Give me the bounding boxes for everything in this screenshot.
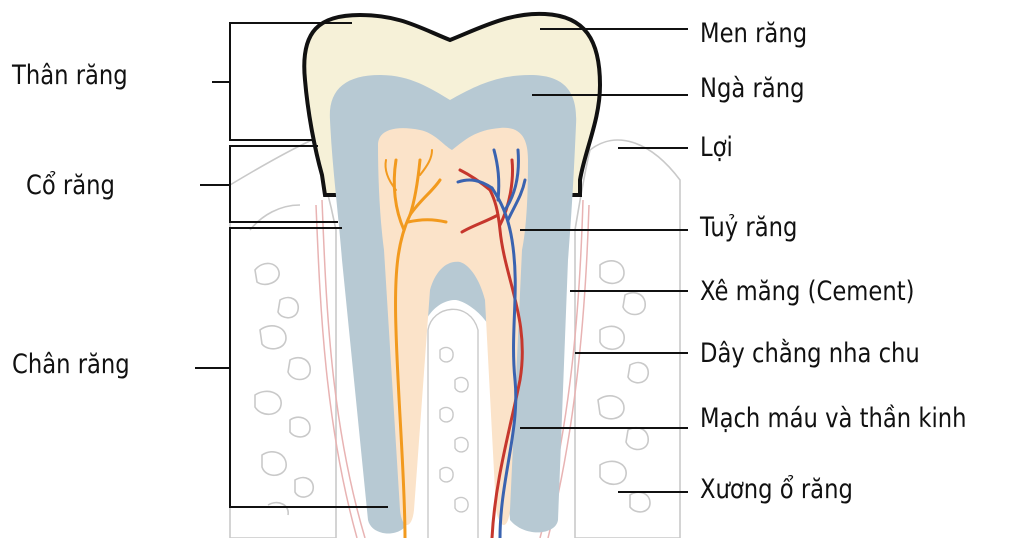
- label-than-rang: Thân răng: [12, 60, 128, 92]
- label-nga-rang: Ngà răng: [700, 73, 804, 105]
- inter-root-bone: [428, 309, 478, 538]
- label-xuong-o-rang: Xương ổ răng: [700, 474, 853, 506]
- label-mach-mau: Mạch máu và thần kinh: [700, 403, 967, 435]
- dentin: [330, 75, 576, 534]
- alveolar-bone-left: [230, 140, 336, 538]
- label-tuy-rang: Tuỷ răng: [700, 212, 797, 244]
- label-men-rang: Men răng: [700, 18, 807, 50]
- pulp: [378, 128, 528, 525]
- label-loi: Lợi: [700, 132, 733, 164]
- label-co-rang: Cổ răng: [26, 170, 115, 202]
- label-xe-mang: Xê măng (Cement): [700, 276, 914, 308]
- alveolar-bone-right: [575, 140, 680, 538]
- label-chan-rang: Chân răng: [12, 349, 130, 381]
- label-day-chang: Dây chằng nha chu: [700, 338, 920, 370]
